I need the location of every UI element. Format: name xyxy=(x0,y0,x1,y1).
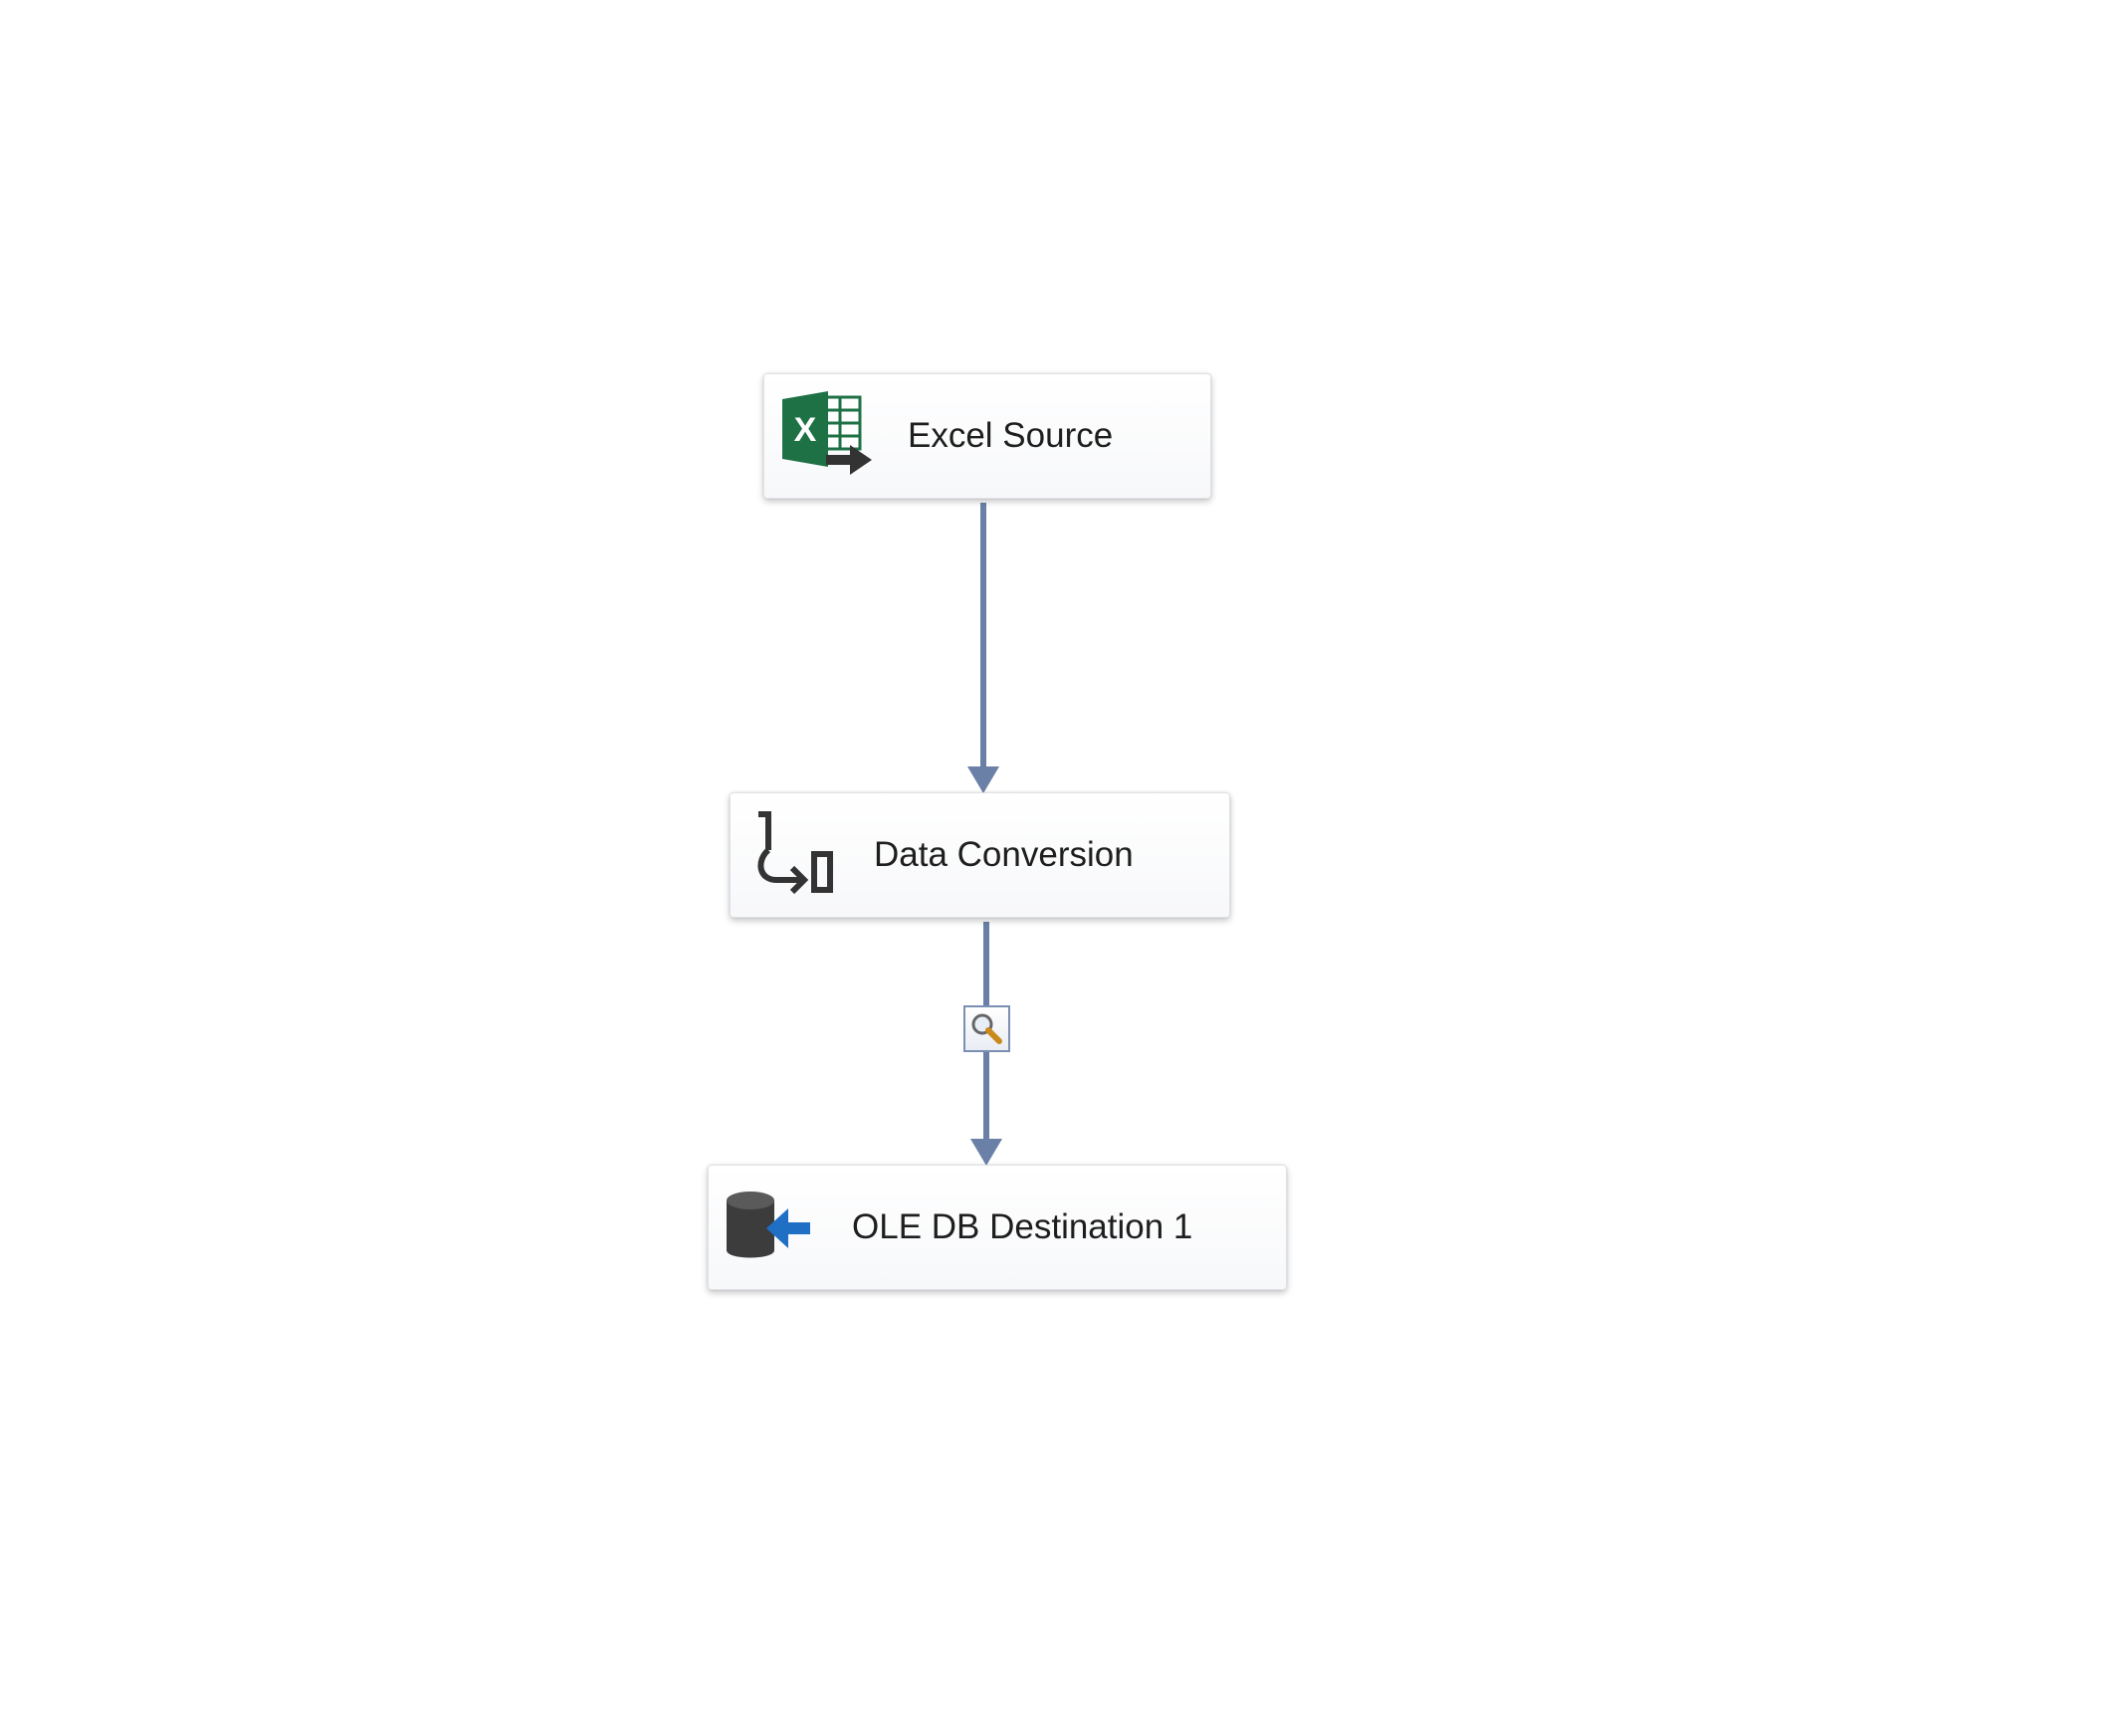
data-conversion-icon xyxy=(752,808,848,904)
ole-db-destination-icon xyxy=(723,1181,818,1276)
excel-source-component[interactable]: X Excel Source xyxy=(763,373,1211,499)
path-arrowhead xyxy=(970,1139,1002,1166)
data-conversion-label: Data Conversion xyxy=(874,835,1134,874)
data-viewer-icon[interactable] xyxy=(963,1005,1010,1052)
ole-db-destination-component[interactable]: OLE DB Destination 1 xyxy=(708,1165,1287,1290)
excel-source-label: Excel Source xyxy=(908,416,1114,455)
data-conversion-component[interactable]: Data Conversion xyxy=(730,792,1230,918)
ole-db-destination-label: OLE DB Destination 1 xyxy=(852,1207,1193,1246)
path-excel-to-conversion[interactable] xyxy=(967,503,999,793)
path-arrowhead xyxy=(967,766,999,793)
excel-source-icon: X xyxy=(780,389,876,485)
svg-text:X: X xyxy=(794,411,817,449)
